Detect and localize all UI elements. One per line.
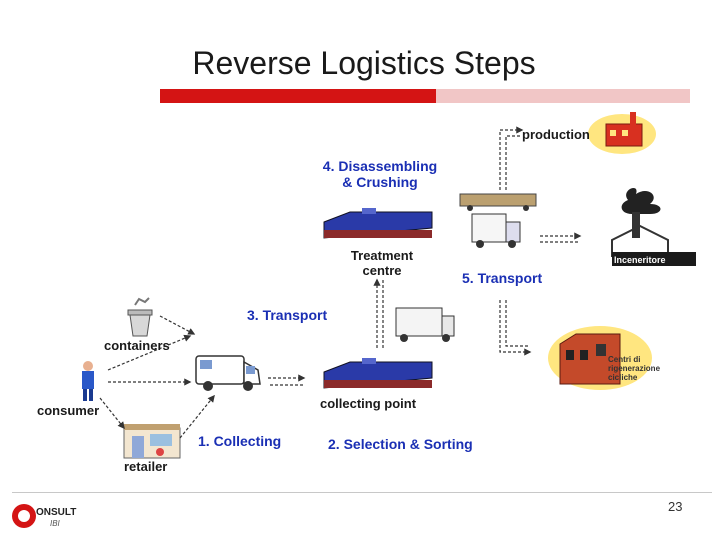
- logo-sub: IBI: [50, 519, 60, 528]
- incinerator-icon: [611, 187, 696, 266]
- production-label: production: [522, 127, 590, 142]
- page-number: 23: [668, 499, 683, 514]
- treatment-centre-label: Treatment centre: [350, 248, 414, 278]
- step-collecting: 1. Collecting: [198, 433, 282, 449]
- retailer-label: retailer: [124, 459, 168, 474]
- arrows: [99, 126, 582, 439]
- containers-label: containers: [104, 338, 170, 353]
- step-disassembling: 4. Disassembling & Crushing: [300, 158, 460, 190]
- arrow-to-regeneration: [499, 300, 532, 356]
- step-disassembling-line2: & Crushing: [342, 174, 418, 190]
- production-factory-icon: [588, 112, 656, 154]
- title-underline-fade: [436, 89, 690, 103]
- consumer-label: consumer: [37, 403, 100, 418]
- arrow-to-production: [499, 126, 524, 190]
- consult-logo: ONSULT IBI: [12, 502, 76, 534]
- transport-vehicles-icon: [459, 193, 537, 248]
- centri-label: Centri di rigenerazione cicliche: [608, 355, 661, 382]
- arrow-containers-to-van: [159, 315, 196, 335]
- containers-icon: [127, 297, 153, 337]
- step-selection-sorting: 2. Selection & Sorting: [328, 436, 473, 452]
- inceneritore-label: Inceneritore: [614, 255, 666, 265]
- step-disassembling-line1: 4. Disassembling: [322, 158, 438, 174]
- consumer-icon: [82, 361, 94, 401]
- collecting-point-building-icon: [323, 358, 433, 389]
- regeneration-centre-icon: [548, 326, 652, 390]
- treatment-centre-building-icon: [323, 208, 433, 239]
- transport-truck-icon: [395, 307, 455, 342]
- arrow-consumer-to-retailer: [99, 397, 125, 430]
- arrow-retailer-to-van: [179, 394, 215, 439]
- collecting-van-icon: [195, 355, 261, 391]
- step-transport-5: 5. Transport: [462, 270, 543, 286]
- logo-text: ONSULT: [36, 507, 77, 518]
- collecting-point-label: collecting point: [320, 396, 417, 411]
- page-title: Reverse Logistics Steps: [192, 45, 536, 81]
- title-underline: [160, 89, 436, 103]
- footer-divider: [12, 492, 712, 493]
- retailer-icon: [123, 424, 181, 459]
- step-transport-3: 3. Transport: [247, 307, 328, 323]
